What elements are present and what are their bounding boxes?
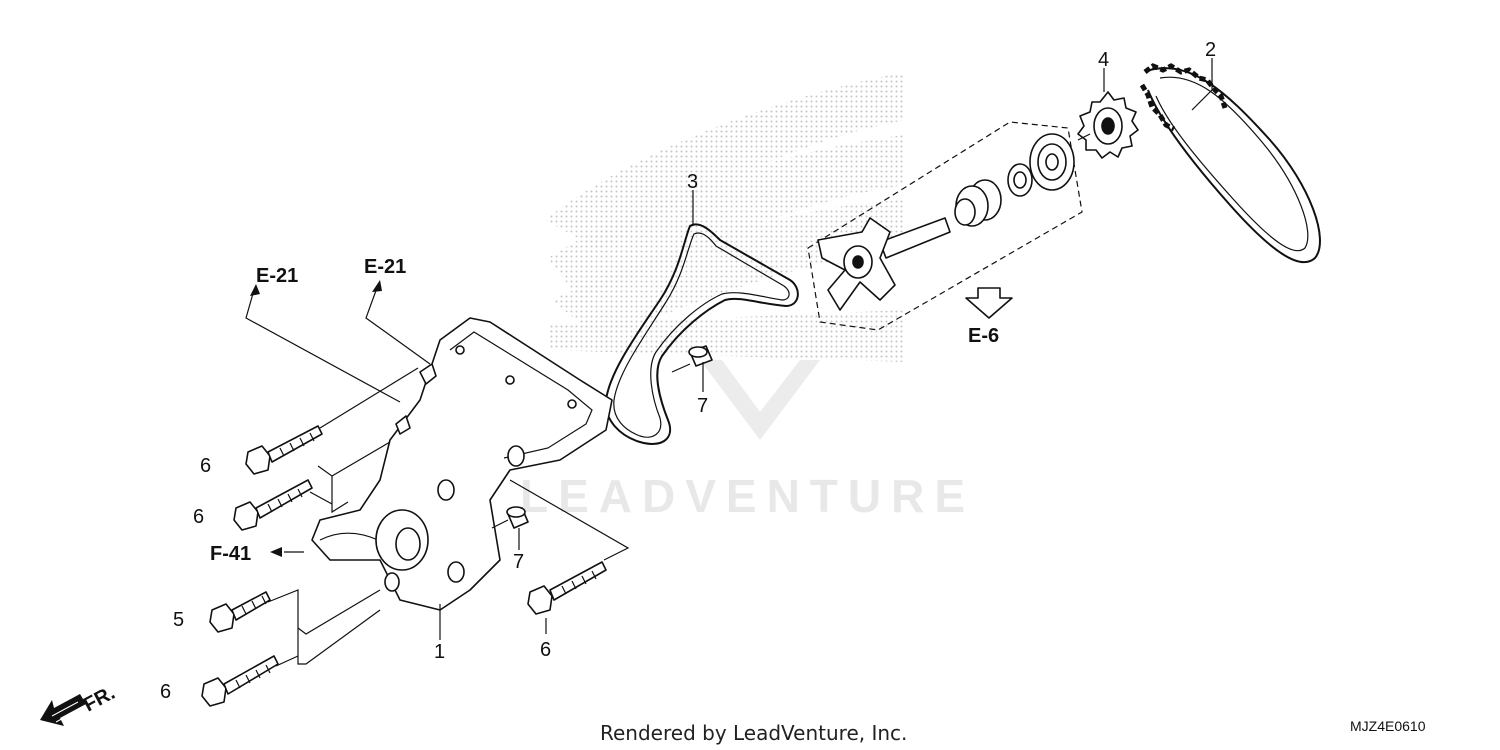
callout-7-upper[interactable]: 7 xyxy=(697,395,708,417)
dowel-pin-lower xyxy=(506,506,529,529)
pump-sprocket xyxy=(1077,91,1139,159)
callout-6-right[interactable]: 6 xyxy=(540,639,551,661)
diagram-code: MJZ4E0610 xyxy=(1350,718,1426,734)
callout-6-middle[interactable]: 6 xyxy=(193,506,204,528)
dowel-pin-upper xyxy=(688,345,713,367)
watermark-v-logo xyxy=(700,360,820,440)
e6-reference-arrow xyxy=(965,287,1013,319)
front-direction-arrow-icon xyxy=(40,694,86,726)
ref-e21-left[interactable]: E-21 xyxy=(256,265,298,287)
watermark-wing-logo xyxy=(545,72,905,362)
callout-6-lower[interactable]: 6 xyxy=(160,681,171,703)
ref-front: FR. xyxy=(80,682,119,717)
ref-e6[interactable]: E-6 xyxy=(968,325,999,347)
callout-2[interactable]: 2 xyxy=(1205,39,1216,61)
ref-f41[interactable]: F-41 xyxy=(210,543,251,565)
f41-arrow-icon xyxy=(270,547,282,557)
callout-4[interactable]: 4 xyxy=(1098,49,1109,71)
flange-bolt-5 xyxy=(209,591,271,633)
flange-bolt-6-upper xyxy=(245,425,323,475)
e21-left-arrow-icon xyxy=(250,284,260,296)
impeller-shaft-assembly-group xyxy=(807,121,1083,331)
callout-5[interactable]: 5 xyxy=(173,609,184,631)
water-pump-cover xyxy=(311,317,613,611)
watermark-text: LEADVENTURE xyxy=(520,470,975,522)
flange-bolt-6-right xyxy=(527,561,607,615)
ref-e21-right[interactable]: E-21 xyxy=(364,256,406,278)
flange-bolt-6-middle xyxy=(233,479,313,531)
callout-3[interactable]: 3 xyxy=(687,171,698,193)
pump-cover-gasket xyxy=(604,223,799,445)
callout-7-lower[interactable]: 7 xyxy=(513,551,524,573)
flange-bolt-6-lower xyxy=(201,655,279,707)
footer-credit: Rendered by LeadVenture, Inc. xyxy=(600,721,907,745)
callout-1[interactable]: 1 xyxy=(434,641,445,663)
callout-6-upper[interactable]: 6 xyxy=(200,455,211,477)
leader-lines xyxy=(245,58,1213,667)
drive-chain xyxy=(1139,63,1321,264)
e21-right-arrow-icon xyxy=(372,280,382,292)
